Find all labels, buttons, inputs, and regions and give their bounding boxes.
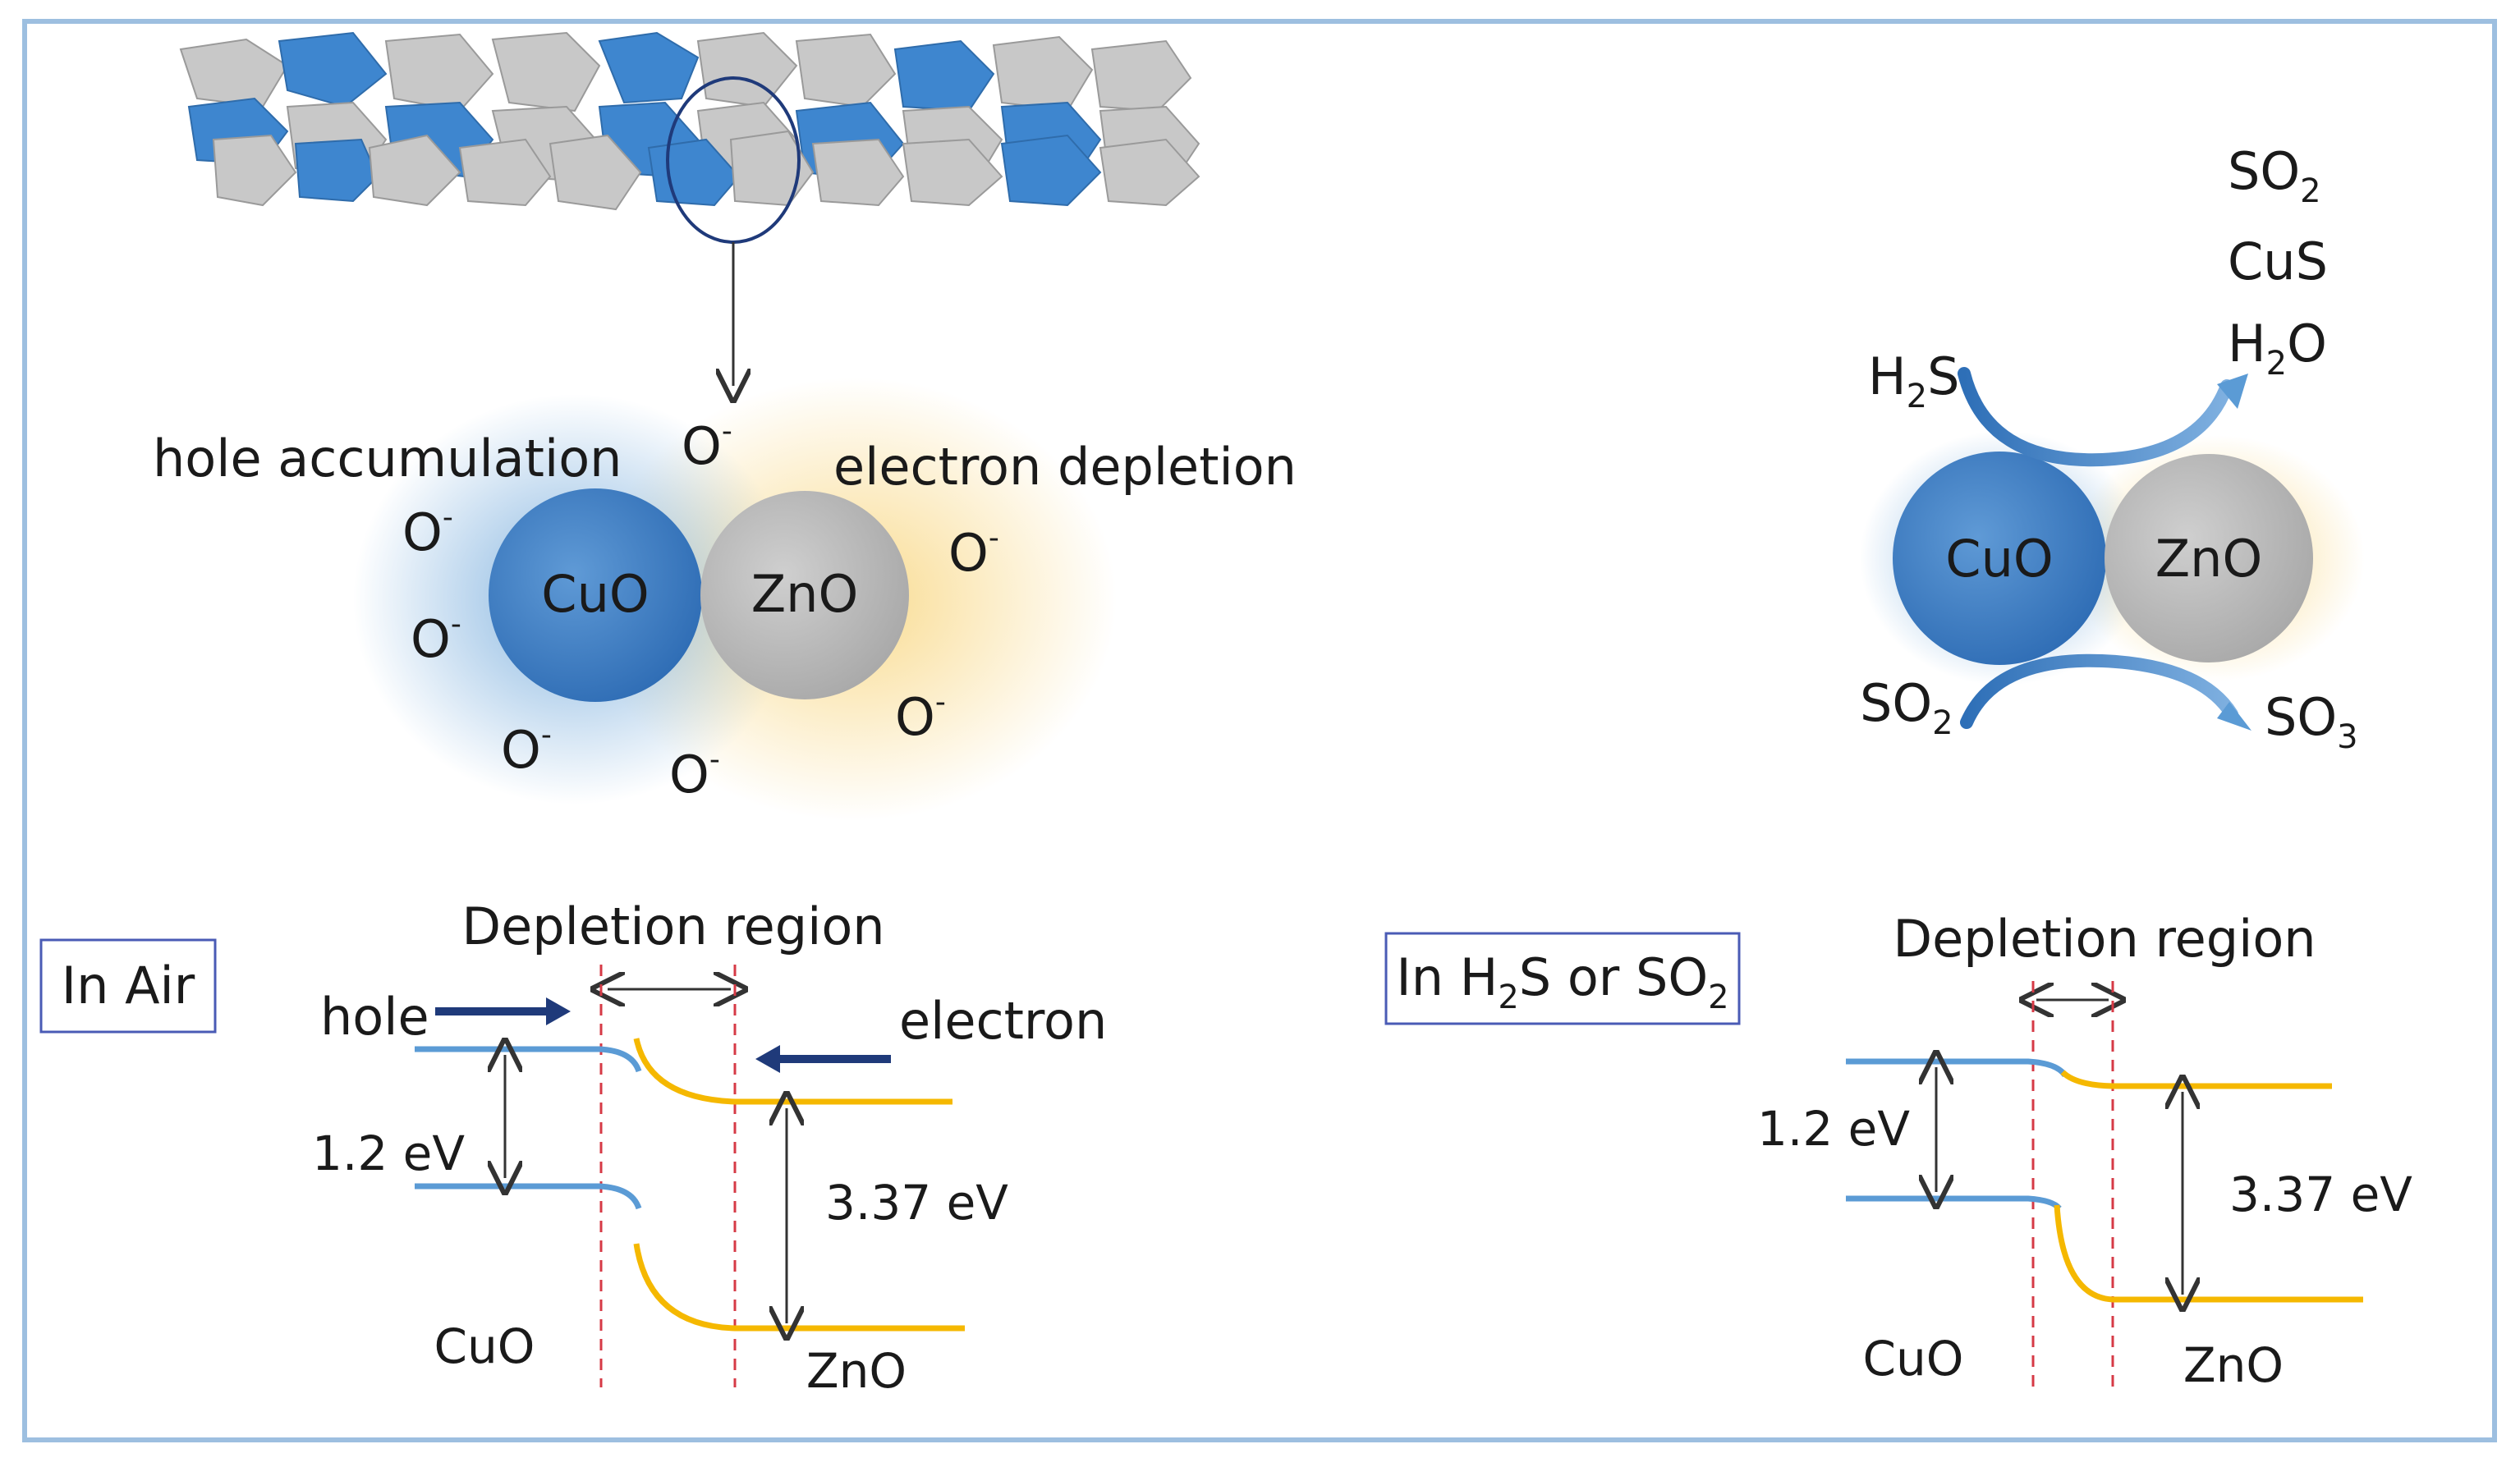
- so2-product-label: SO2: [2228, 141, 2321, 210]
- zno-particle: [700, 491, 909, 699]
- zno-particle-right: [2105, 454, 2313, 662]
- in-air-box: [39, 938, 217, 1034]
- cuo-gap-label-gas: 1.2 eV: [1757, 1101, 1910, 1157]
- depletion-region-label-air: Depletion region: [461, 896, 884, 956]
- zno-label: ZnO: [751, 564, 859, 624]
- grain: [902, 138, 1003, 207]
- grain: [491, 31, 601, 112]
- grain: [795, 33, 897, 108]
- oxygen-ion: O-: [895, 685, 946, 747]
- depletion-region-label-gas: Depletion region: [1893, 909, 2316, 969]
- grain: [212, 134, 297, 207]
- cuo-material-label-gas: CuO: [1863, 1331, 1964, 1387]
- zno-conduction-band-air: [633, 1038, 952, 1105]
- so2-reactant-label: SO2: [1860, 673, 1953, 742]
- cuo-valence-band-air: [415, 1183, 642, 1210]
- cuo-particle-right: [1893, 452, 2106, 665]
- so3-product-label: SO3: [2265, 687, 2358, 756]
- grain: [278, 31, 388, 108]
- hole-accumulation-label: hole accumulation: [153, 429, 622, 488]
- oxygen-ion: O-: [501, 718, 552, 780]
- grain: [696, 31, 798, 108]
- electron-depletion-label: electron depletion: [833, 437, 1297, 497]
- zno-gap-label-gas: 3.37 eV: [2229, 1167, 2412, 1222]
- so2-reaction-arrow: [1960, 653, 2238, 729]
- grain: [729, 130, 815, 207]
- grain-layer: [179, 31, 1200, 211]
- cuo-particle: [489, 488, 702, 702]
- grain: [549, 134, 642, 211]
- in-gas-title: In H2S or SO2: [1396, 947, 1728, 1016]
- hole-arrow-head: [546, 997, 571, 1025]
- h2o-product-label: H2O: [2228, 314, 2327, 383]
- cus-product-label: CuS: [2228, 232, 2328, 291]
- grain: [1000, 134, 1102, 207]
- oxygen-ion: O-: [402, 501, 453, 562]
- grain: [368, 134, 461, 207]
- zno-valence-band-gas: [2054, 1204, 2363, 1303]
- electron-label: electron: [899, 991, 1107, 1051]
- outer-frame: [22, 19, 2497, 1442]
- grain: [811, 138, 905, 207]
- h2s-label: H2S: [1868, 346, 1959, 415]
- grain: [458, 138, 552, 207]
- oxygen-ion: O-: [948, 521, 999, 583]
- in-air-title: In Air: [62, 956, 195, 1015]
- zno-material-label-air: ZnO: [806, 1343, 907, 1399]
- oxygen-ion: O-: [411, 607, 461, 669]
- h2s-reaction-arrow: [1958, 367, 2233, 467]
- grain: [1090, 39, 1192, 112]
- cuo-valence-band-gas: [1846, 1195, 2062, 1211]
- electron-arrow-head: [755, 1045, 780, 1073]
- cuo-conduction-band-air: [415, 1046, 642, 1073]
- grain: [893, 39, 995, 112]
- zno-material-label-gas: ZnO: [2183, 1337, 2284, 1393]
- cuo-material-label-air: CuO: [434, 1318, 535, 1374]
- zno-label-right: ZnO: [2155, 529, 2263, 589]
- oxygen-ion: O-: [682, 415, 732, 476]
- oxygen-ion: O-: [669, 743, 720, 805]
- grain: [992, 35, 1094, 112]
- grain: [179, 38, 289, 108]
- zno-conduction-band-gas: [2060, 1070, 2332, 1089]
- h2s-arrow-head: [2217, 374, 2248, 409]
- hole-label: hole: [320, 987, 429, 1047]
- so2-arrow-head: [2217, 702, 2251, 731]
- oxygen-ion-labels: O- O- O- O- O- O- O-: [402, 415, 999, 805]
- zno-valence-band-air: [633, 1243, 965, 1332]
- cuo-label: CuO: [541, 564, 649, 624]
- cuo-label-right: CuO: [1945, 529, 2053, 589]
- in-gas-box: [1384, 932, 1741, 1025]
- zno-gap-label-air: 3.37 eV: [825, 1175, 1008, 1231]
- grain: [1099, 138, 1200, 207]
- grain: [598, 31, 700, 104]
- grain: [384, 33, 494, 112]
- cuo-gap-label-air: 1.2 eV: [312, 1125, 465, 1181]
- grain: [294, 138, 379, 203]
